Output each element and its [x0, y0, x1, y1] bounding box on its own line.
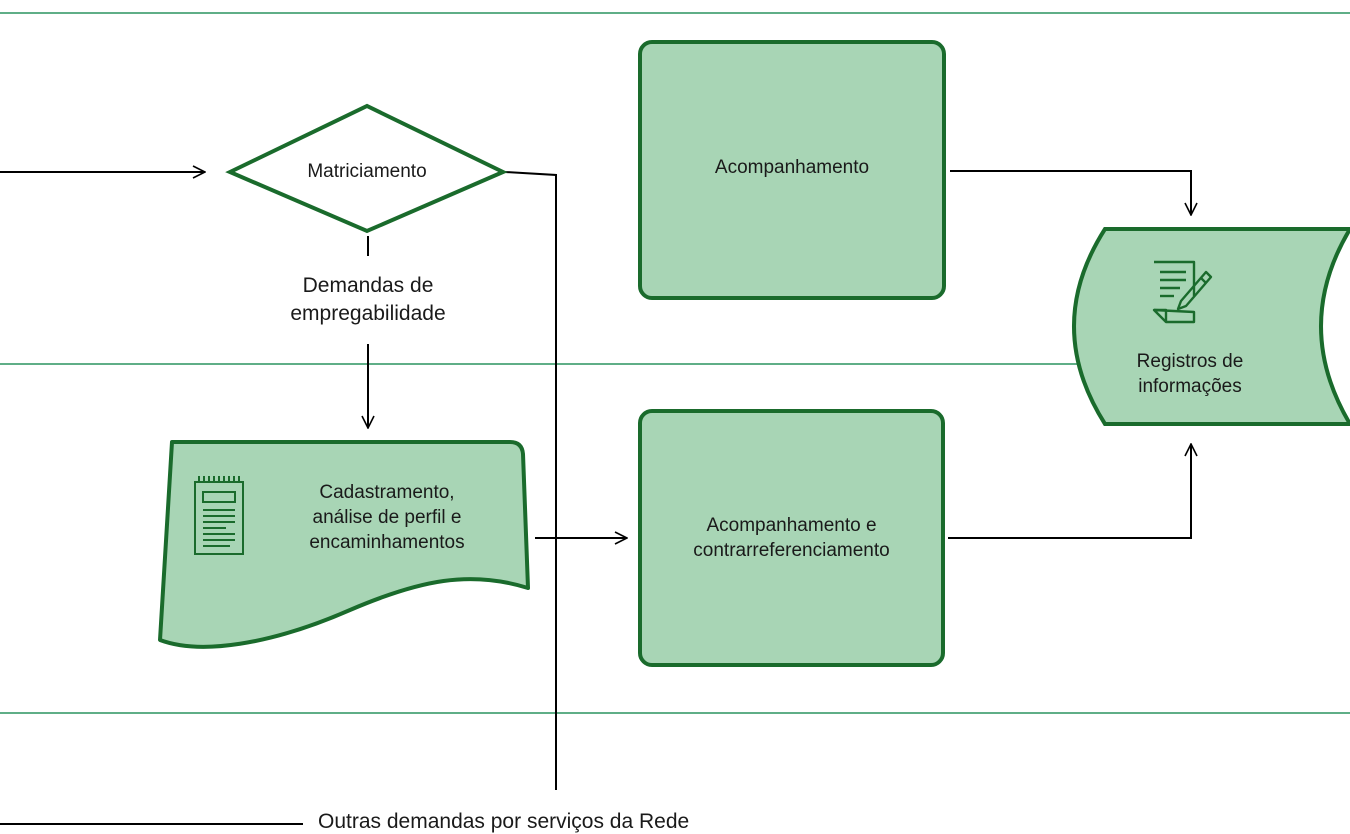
- registros-storage-curve: [1319, 227, 1350, 426]
- connector-contra-to-registros: [948, 444, 1191, 539]
- acompanhamento-label: Acompanhamento: [714, 156, 870, 178]
- cadastramento-label: Cadastramento, análise de perfil e encam…: [309, 481, 465, 553]
- matriciamento-label: Matriciamento: [307, 160, 427, 182]
- registros-label: Registros de informações: [1136, 351, 1244, 397]
- acompanhamento-contra-box: [638, 409, 945, 667]
- matriciamento-diamond: [225, 103, 508, 234]
- acompanhamento-box: [638, 40, 946, 300]
- acompanhamento-contra-label: Acompanhamento e contrarreferenciamento: [693, 515, 890, 561]
- registros-storage: [1072, 227, 1350, 426]
- outras-demandas-label: Outras demandas por serviços da Rede: [318, 810, 690, 833]
- connector-acompanhamento-to-registros: [950, 170, 1191, 215]
- demandas-label: Demandas de empregabilidade: [290, 274, 446, 325]
- connector-matriciamento-to-outras: [504, 171, 557, 790]
- notepad-icon: [194, 476, 244, 555]
- cadastramento-document: [158, 440, 530, 649]
- document-pencil-icon: [1152, 260, 1213, 324]
